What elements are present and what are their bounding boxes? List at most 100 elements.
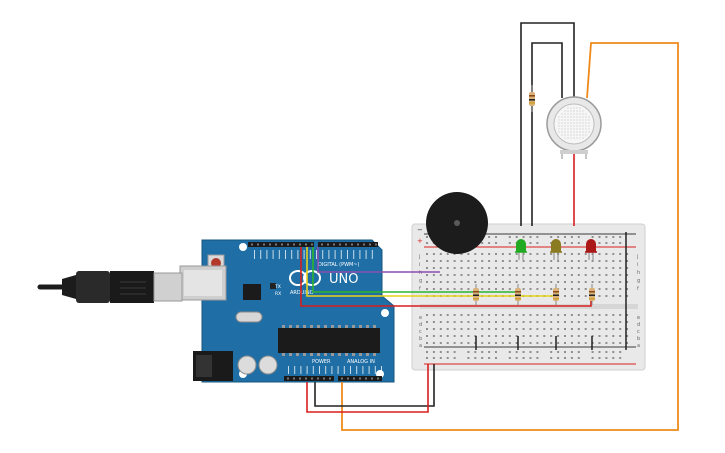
breadboard-hole[interactable] [522,236,525,238]
breadboard-hole[interactable] [543,335,546,337]
breadboard-hole[interactable] [626,295,629,297]
breadboard-hole[interactable] [619,328,622,330]
breadboard-hole[interactable] [612,253,615,255]
breadboard-hole[interactable] [474,260,477,262]
breadboard-hole[interactable] [557,314,560,316]
breadboard-hole[interactable] [426,267,428,269]
breadboard-hole[interactable] [488,236,491,238]
breadboard-hole[interactable] [577,260,580,262]
breadboard-hole[interactable] [626,335,629,337]
breadboard-hole[interactable] [543,260,546,262]
breadboard-hole[interactable] [439,342,442,344]
breadboard-hole[interactable] [426,288,428,290]
breadboard-hole[interactable] [446,335,449,337]
breadboard-hole[interactable] [591,281,594,283]
breadboard-hole[interactable] [515,314,518,316]
breadboard-hole[interactable] [446,274,449,276]
breadboard-hole[interactable] [577,281,580,283]
breadboard-hole[interactable] [481,274,484,276]
breadboard-hole[interactable] [467,335,470,337]
breadboard-hole[interactable] [522,253,525,255]
power-header[interactable] [284,376,334,381]
wire-green-digital[interactable] [312,247,520,293]
breadboard-hole[interactable] [522,267,525,269]
breadboard-hole[interactable] [432,253,435,255]
breadboard-hole[interactable] [474,274,477,276]
breadboard-hole[interactable] [612,236,615,238]
breadboard-hole[interactable] [439,314,442,316]
breadboard-hole[interactable] [488,274,491,276]
breadboard-hole[interactable] [619,314,622,316]
breadboard-hole[interactable] [529,335,532,337]
breadboard-hole[interactable] [481,288,484,290]
breadboard-hole[interactable] [515,267,518,269]
breadboard-hole[interactable] [605,357,608,359]
breadboard-hole[interactable] [619,335,622,337]
breadboard-hole[interactable] [495,321,497,323]
breadboard-hole[interactable] [522,288,525,290]
breadboard-hole[interactable] [557,281,560,283]
breadboard-hole[interactable] [474,253,477,255]
breadboard-hole[interactable] [453,288,456,290]
breadboard-hole[interactable] [515,321,518,323]
breadboard-hole[interactable] [501,342,504,344]
breadboard-hole[interactable] [426,236,428,238]
breadboard-hole[interactable] [529,351,532,353]
breadboard-hole[interactable] [467,328,470,330]
breadboard-hole[interactable] [570,236,573,238]
breadboard-hole[interactable] [557,267,560,269]
led[interactable] [550,239,562,260]
breadboard-hole[interactable] [577,335,580,337]
breadboard-hole[interactable] [557,342,560,344]
gas-sensor[interactable] [546,96,602,159]
breadboard-hole[interactable] [446,281,449,283]
breadboard-hole[interactable] [515,342,518,344]
breadboard-hole[interactable] [577,236,580,238]
breadboard-hole[interactable] [495,260,497,262]
breadboard-hole[interactable] [501,288,504,290]
breadboard-hole[interactable] [619,267,622,269]
resistor[interactable] [473,284,479,305]
breadboard-hole[interactable] [488,351,491,353]
breadboard-hole[interactable] [577,314,580,316]
breadboard-hole[interactable] [577,242,580,244]
breadboard-hole[interactable] [564,314,566,316]
breadboard-hole[interactable] [577,351,580,353]
breadboard-hole[interactable] [577,357,580,359]
header-pin[interactable] [299,243,301,246]
breadboard-hole[interactable] [460,281,463,283]
header-pin[interactable] [311,377,313,380]
breadboard-hole[interactable] [453,274,456,276]
breadboard-hole[interactable] [543,328,546,330]
breadboard-hole[interactable] [446,328,449,330]
breadboard-hole[interactable] [577,267,580,269]
breadboard-hole[interactable] [432,351,435,353]
breadboard-hole[interactable] [481,321,484,323]
header-pin[interactable] [305,377,307,380]
breadboard-hole[interactable] [508,253,511,255]
breadboard-hole[interactable] [570,253,573,255]
breadboard-hole[interactable] [557,236,560,238]
breadboard-hole[interactable] [564,295,566,297]
breadboard-hole[interactable] [626,281,629,283]
breadboard-hole[interactable] [598,288,601,290]
breadboard-hole[interactable] [453,260,456,262]
breadboard-hole[interactable] [439,351,442,353]
breadboard-hole[interactable] [550,274,553,276]
breadboard-hole[interactable] [501,321,504,323]
breadboard-hole[interactable] [488,314,491,316]
breadboard-hole[interactable] [460,342,463,344]
breadboard-hole[interactable] [426,321,428,323]
breadboard-hole[interactable] [508,242,511,244]
breadboard-hole[interactable] [626,342,629,344]
breadboard-hole[interactable] [453,281,456,283]
breadboard-hole[interactable] [598,260,601,262]
breadboard-hole[interactable] [550,328,553,330]
wire-black-gnd[interactable] [314,364,435,407]
breadboard-hole[interactable] [619,260,622,262]
breadboard-hole[interactable] [550,342,553,344]
breadboard-hole[interactable] [598,253,601,255]
header-pin[interactable] [311,243,313,246]
breadboard-hole[interactable] [522,260,525,262]
breadboard-hole[interactable] [439,335,442,337]
